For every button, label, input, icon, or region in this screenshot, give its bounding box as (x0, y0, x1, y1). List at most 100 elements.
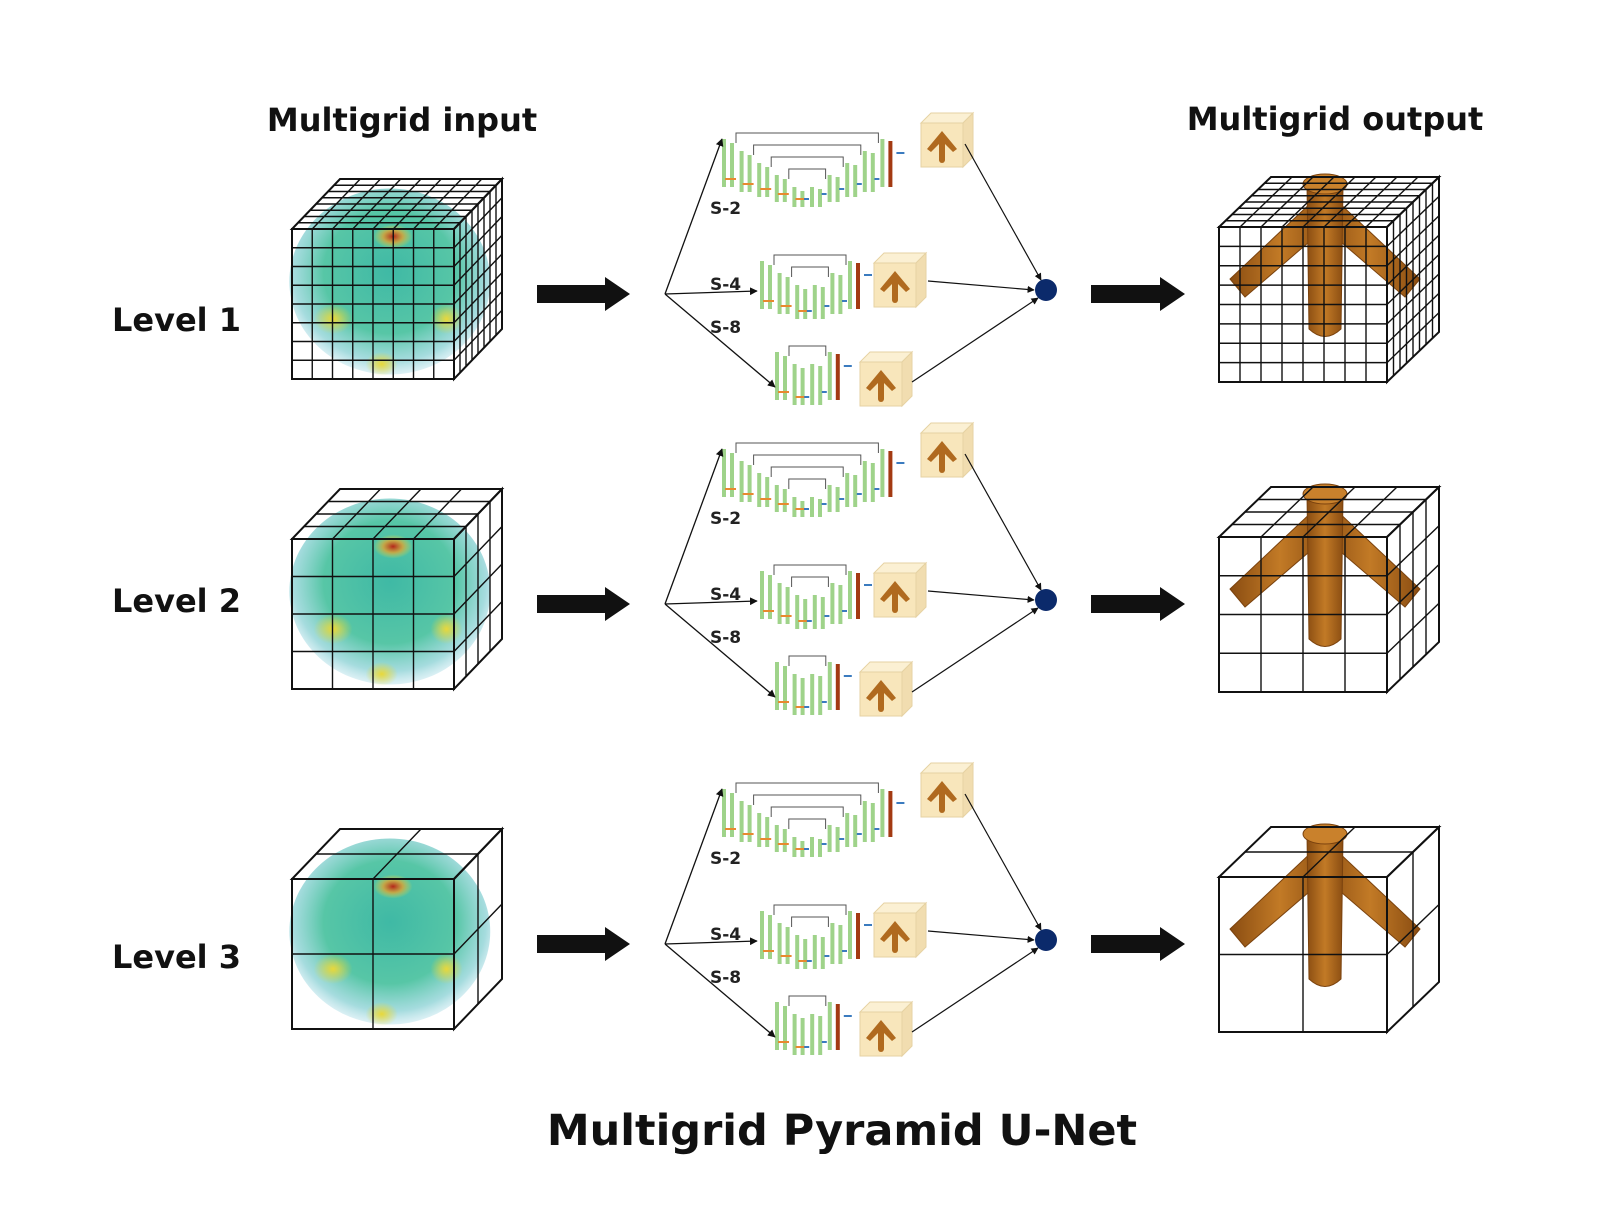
skip-connection (791, 266, 829, 277)
output-tree-1 (1229, 173, 1421, 337)
branch-label-s-2: S-2 (710, 849, 741, 869)
conv-bar (818, 366, 823, 405)
mini-cube-side (915, 561, 927, 619)
skip-connection (735, 132, 879, 143)
conv-bar (730, 453, 734, 497)
conv-bar (856, 263, 860, 309)
conv-bar (810, 1014, 815, 1055)
conv-bar (827, 175, 832, 202)
conv-bar (862, 801, 867, 842)
merge-node (1035, 279, 1057, 301)
skip-connection (788, 995, 827, 1006)
conv-bar (870, 463, 875, 502)
conv-bar (827, 485, 832, 512)
prediction-cube-s4 (872, 561, 928, 619)
unet-s8 (775, 995, 852, 1055)
conv-bar (775, 1002, 779, 1050)
conv-bar (853, 815, 858, 847)
conv-bar (880, 449, 885, 497)
conv-bar (783, 666, 787, 710)
conv-bar (760, 571, 764, 619)
conv-bar (810, 187, 814, 207)
conv-bar (845, 473, 850, 507)
conv-bar (800, 368, 805, 405)
conv-bar (785, 277, 790, 314)
conv-bar (820, 937, 825, 969)
skip-connection (735, 782, 879, 793)
input-column-header: Multigrid input (267, 101, 537, 139)
merge-arrow-s2 (964, 143, 1042, 281)
merge-arrow-s2 (964, 453, 1042, 591)
conv-bar (774, 175, 779, 202)
flow-arrow-in (537, 927, 630, 961)
input-cube-1-top-gridline (392, 178, 442, 230)
level-row-3: S-2S-4S-8 (289, 761, 1442, 1058)
conv-bar (765, 167, 770, 197)
conv-bar (722, 789, 726, 837)
mini-tree-trunk (939, 785, 945, 813)
input-cube-2-top-gridline (412, 488, 463, 540)
mini-tree-branches (927, 131, 957, 152)
output-cube-1-side-gridline (1386, 312, 1440, 364)
conv-bar (760, 261, 764, 309)
prediction-cube-s8 (858, 660, 914, 718)
output-cube-2-side-gridline (1386, 602, 1440, 654)
conv-bar (783, 356, 787, 400)
conv-bar (777, 923, 782, 964)
footer-title: Multigrid Pyramid U-Net (547, 1106, 1137, 1156)
conv-bar (827, 662, 832, 710)
unet-s2 (722, 132, 905, 207)
input-cube-1-side-gridline (453, 272, 503, 324)
skip-connection (791, 916, 829, 927)
conv-bar (785, 587, 790, 624)
conv-bar (862, 151, 867, 192)
conv-bar (757, 813, 762, 847)
conv-bar (848, 571, 852, 619)
volume-hot-spot (373, 874, 413, 899)
conv-bar (845, 813, 850, 847)
conv-bar (783, 1006, 787, 1050)
input-cube-2-side-gridline (453, 601, 503, 652)
skip-connection (753, 794, 862, 805)
conv-bar (838, 925, 843, 964)
tree-trunk (1306, 833, 1344, 987)
branch-arrow-s2 (664, 138, 724, 295)
conv-bar (856, 573, 860, 619)
prediction-cube-s4 (872, 901, 928, 959)
conv-bar (803, 599, 808, 629)
conv-bar (775, 662, 779, 710)
prediction-cube-s2 (919, 761, 975, 819)
conv-bar (730, 143, 734, 187)
skip-connection (770, 156, 844, 167)
skip-connection (773, 904, 847, 915)
conv-bar (827, 1002, 832, 1050)
input-cube-1-side-face (453, 176, 503, 382)
input-cube-2-side-gridline (453, 563, 503, 615)
conv-bar (768, 265, 772, 309)
conv-bar (747, 155, 752, 192)
conv-bar (782, 489, 787, 512)
unet-s2 (722, 442, 905, 517)
volume-yellow-spot (313, 954, 353, 984)
flow-arrow-out (1091, 277, 1185, 311)
conv-bar (765, 477, 770, 507)
input-cube-3-side-face (453, 826, 503, 1032)
skip-connection (770, 806, 844, 817)
mini-tree-branches (880, 581, 910, 602)
skip-connection (788, 345, 827, 356)
input-cube-1-side-gridline (453, 291, 503, 342)
skip-connection (773, 254, 847, 265)
mini-tree-branches (880, 921, 910, 942)
branch-arrow-s8 (664, 293, 776, 388)
branch-label-s-4: S-4 (710, 925, 741, 945)
conv-bar (838, 275, 843, 314)
conv-bar (812, 595, 817, 629)
output-cube-1-side-face (1386, 174, 1440, 385)
mini-cube-side (901, 1000, 913, 1058)
unet-s4 (760, 904, 872, 969)
mini-cube-side (915, 901, 927, 959)
conv-bar (827, 352, 832, 400)
conv-bar (760, 911, 764, 959)
skip-connection (753, 144, 862, 155)
branch-arrow-s8 (664, 943, 776, 1038)
